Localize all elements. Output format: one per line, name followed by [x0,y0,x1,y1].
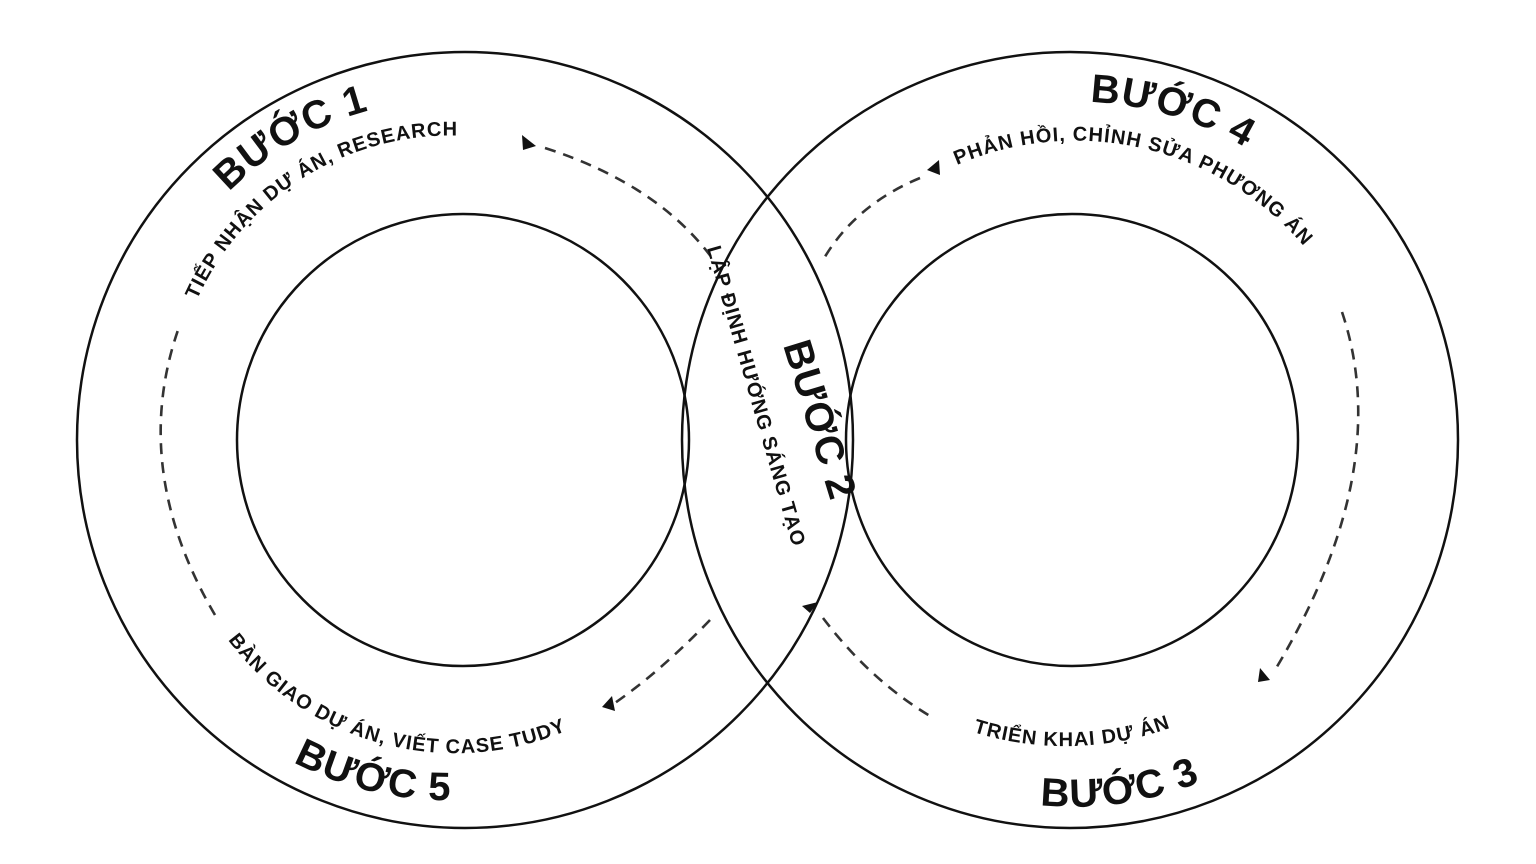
step4-label: PHẢN HỒI, CHỈNH SỬA PHƯƠNG ÁN [951,122,1318,250]
flow-step2-to-step5 [611,619,711,707]
inner-ring-left [235,212,691,668]
flow-arrowhead [522,135,536,150]
step3-label: TRIỂN KHAI DỰ ÁN [972,711,1173,751]
crossing-gap-right [789,537,819,567]
flow-arrowhead [802,602,818,613]
step5-label: BÀN GIAO DỰ ÁN, VIẾT CASE TUDY [224,629,569,758]
inner-ring-right [844,212,1300,668]
flow-arrowhead [1258,668,1270,682]
step3-title: BƯỚC 3 [1039,749,1204,816]
crossing-gap-left [714,367,744,397]
flow-arrowhead [602,696,615,711]
flow-step5-to-step1 [159,329,217,616]
flow-step2-to-step3 [821,617,931,718]
flow-arrowhead [927,160,940,175]
flow-step3-to-step4 [1273,311,1360,671]
step1-label: TIẾP NHẬN DỰ ÁN, RESEARCH [182,118,459,302]
flow-step4-to-step2 [821,176,921,261]
flow-step1-to-step2 [544,146,717,263]
outer-ring-left [75,50,855,830]
outer-ring-right [680,50,1460,830]
